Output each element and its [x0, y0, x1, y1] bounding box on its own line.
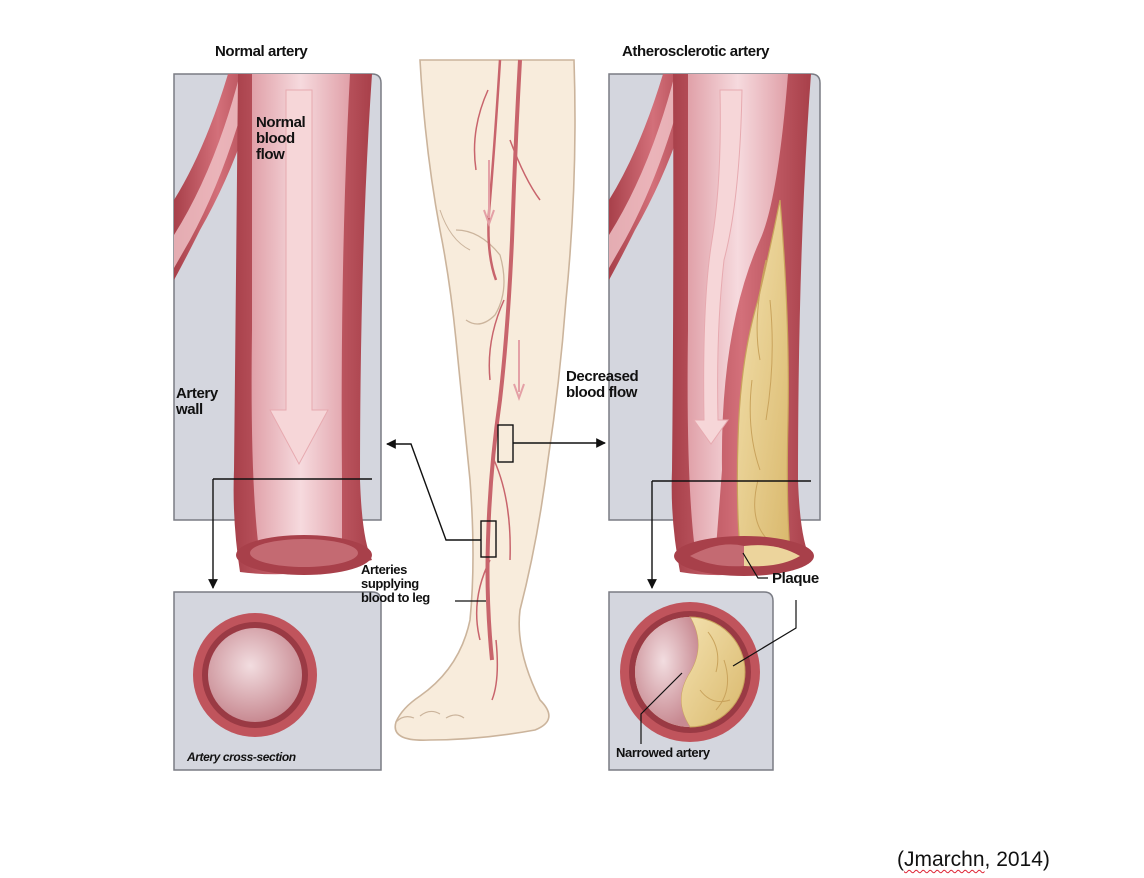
atherosclerotic-artery-panel [609, 74, 820, 588]
normal-cross-section-panel [174, 592, 381, 770]
narrowed-artery-label: Narrowed artery [616, 746, 710, 760]
citation: (Jmarchn, 2014) [897, 848, 1050, 872]
citation-author: Jmarchn [904, 848, 985, 871]
artery-cross-section-label: Artery cross-section [187, 749, 296, 765]
leg-outline [395, 60, 575, 740]
normal-artery-title: Normal artery [215, 44, 307, 60]
cross-section-lumen [208, 628, 302, 722]
artery-wall-label: Artery wall [176, 386, 218, 418]
narrowed-cross-section-panel [609, 592, 796, 770]
plaque-label: Plaque [772, 571, 819, 587]
arteries-supplying-label: Arteries supplying blood to leg [361, 563, 430, 605]
normal-blood-flow-label: Normal blood flow [256, 115, 305, 163]
decreased-blood-flow-label: Decreased blood flow [566, 369, 638, 401]
leg-illustration [395, 60, 575, 740]
atherosclerotic-artery-title: Atherosclerotic artery [622, 44, 769, 60]
